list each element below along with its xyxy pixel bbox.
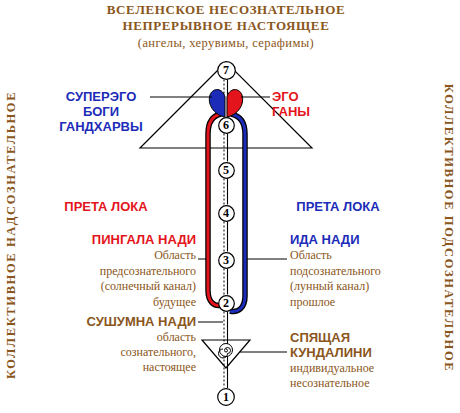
leader-line <box>247 259 287 260</box>
chakra-circle: 5 <box>218 162 235 179</box>
sushumna-solid <box>227 179 228 205</box>
chakra-number: 2 <box>223 297 229 309</box>
leader-line <box>198 259 206 260</box>
circle-shape <box>218 389 235 406</box>
chakra-number: 5 <box>223 164 229 176</box>
kundalini-spiral <box>219 348 231 359</box>
sushumna-line <box>224 179 228 205</box>
nadi-label: ПИНГАЛА НАДИ <box>26 232 196 248</box>
superego-lobe <box>209 90 225 117</box>
chakra-number: 4 <box>223 207 229 219</box>
chakra-circle: 7 <box>217 61 236 80</box>
side-label: КОЛЛЕКТИВНОЕ НАДСОЗНАТЕЛЬНОЕ <box>4 91 18 379</box>
chakra-number: 7 <box>223 64 229 76</box>
sushumna-line <box>224 222 228 252</box>
chakra-number: 6 <box>223 119 229 131</box>
chakra-number: 3 <box>223 254 229 266</box>
sushumna-dashed <box>224 179 225 205</box>
nadi-description: Область предсознательного (солнечный кан… <box>80 248 196 310</box>
loka-label: ПРЕТА ЛОКА <box>278 199 398 215</box>
chakra-circle: 3 <box>218 252 235 269</box>
subtitle-text: (ангелы, херувимы, серафимы) <box>66 35 386 51</box>
sushumna-dashed <box>224 222 225 252</box>
sushumna-line <box>224 269 228 295</box>
nadi-label: СУШУМНА НАДИ <box>11 314 196 330</box>
nadi-description: область сознательного, настоящее <box>101 330 196 375</box>
sushumna-solid <box>227 222 228 252</box>
chakra-number: 1 <box>223 391 229 403</box>
sushumna-dashed <box>224 269 225 295</box>
leader-line <box>150 97 212 98</box>
chakra-circle: 2 <box>218 295 235 312</box>
deity-label: СУПЕРЭГО <box>40 89 162 105</box>
circle-shape <box>218 117 234 133</box>
deity-label: ГАНЫ <box>272 104 352 120</box>
diagram-title: ВСЕЛЕНСКОЕ НЕСОЗНАТЕЛЬНОЕ НЕПРЕРЫВНОЕ НА… <box>66 2 386 34</box>
circle-shape <box>217 61 235 79</box>
nadi-label: ИДА НАДИ <box>290 232 430 248</box>
nadi-description: Область подсознательного (лунный канал) … <box>290 248 402 310</box>
leader-line <box>241 97 270 98</box>
kundalini-triangle <box>202 340 250 368</box>
chakra-circle: 4 <box>218 205 235 222</box>
kundalini-label: СПЯЩАЯ КУНДАЛИНИ <box>290 330 390 360</box>
chakra-circle: 6 <box>218 117 235 134</box>
side-label: КОЛЛЕКТИВНОЕ ПОДСОЗНАТЕЛЬНОЕ <box>442 84 456 372</box>
leader-line <box>240 352 287 353</box>
kundalini-description: индивидуальное несознательное <box>290 361 390 391</box>
circle-shape <box>218 295 234 311</box>
deity-label: ГАНДХАРВЫ <box>40 119 162 135</box>
leader-line <box>198 322 223 323</box>
circle-shape <box>218 162 234 178</box>
chakra-circle: 1 <box>217 388 235 406</box>
sushumna-solid <box>227 269 228 295</box>
loka-label: ПРЕТА ЛОКА <box>46 199 166 215</box>
circle-shape <box>218 205 234 221</box>
deity-label: БОГИ <box>40 104 162 120</box>
ego-lobe <box>227 90 243 117</box>
circle-shape <box>218 252 234 268</box>
deity-label: ЭГО <box>272 89 352 105</box>
